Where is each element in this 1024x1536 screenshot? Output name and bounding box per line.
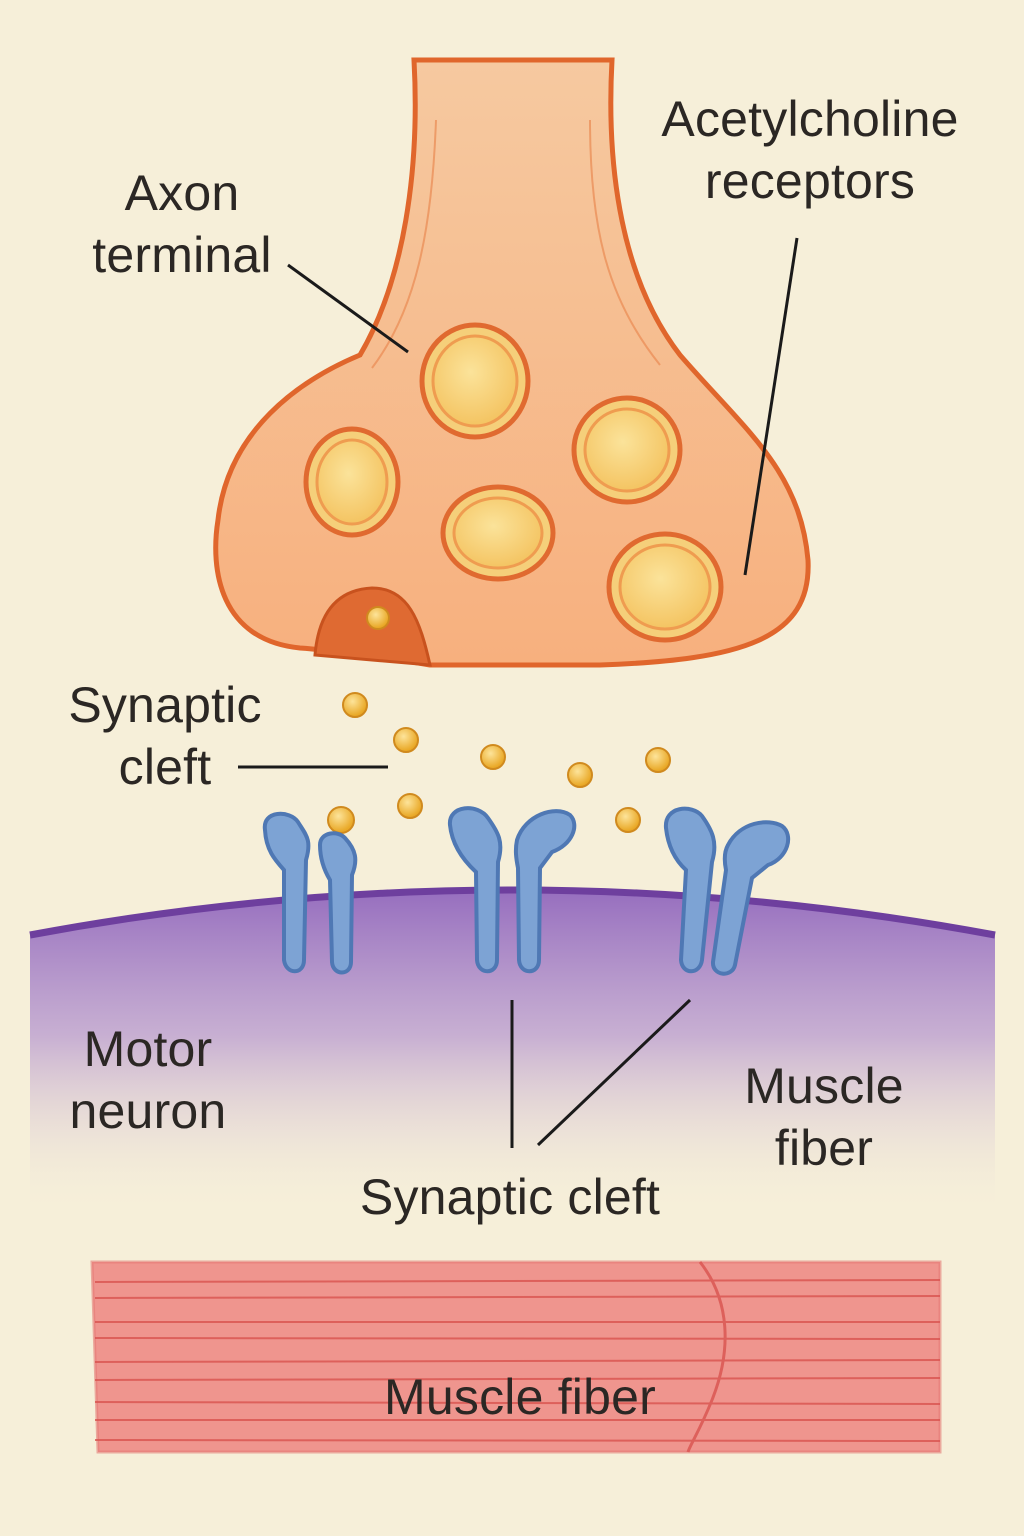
acetylcholine-receptor-1 xyxy=(262,811,358,975)
label-synaptic-cleft-bottom: Synaptic cleft xyxy=(359,1169,661,1225)
label-line: receptors xyxy=(704,153,916,209)
vesicle xyxy=(571,395,683,505)
label-line: Motor xyxy=(83,1021,213,1077)
leader-acetylcholine-receptors xyxy=(743,237,799,576)
vesicle xyxy=(440,484,556,582)
vesicle xyxy=(606,531,724,643)
acetylcholine-receptor-3 xyxy=(663,806,791,976)
label-line: terminal xyxy=(92,227,272,283)
vesicle xyxy=(419,322,531,440)
vesicle xyxy=(303,426,401,538)
acetylcholine-molecule xyxy=(342,692,368,718)
leader-lines xyxy=(238,237,799,1148)
acetylcholine-molecule xyxy=(397,793,423,819)
acetylcholine-molecule xyxy=(645,747,671,773)
acetylcholine-molecule xyxy=(480,744,506,770)
acetylcholine-receptor-2 xyxy=(447,806,577,974)
label-axon-terminal: Axon terminal xyxy=(72,162,292,286)
label-line: neuron xyxy=(69,1083,227,1139)
label-line: Muscle xyxy=(744,1058,904,1114)
label-line: cleft xyxy=(118,739,212,795)
acetylcholine-molecule xyxy=(615,807,641,833)
label-motor-neuron: Motor neuron xyxy=(48,1018,248,1142)
leader-synaptic-cleft-bottom-2 xyxy=(536,998,692,1147)
acetylcholine-molecule xyxy=(393,727,419,753)
muscle-fiber-band xyxy=(90,1260,942,1454)
label-line: Axon xyxy=(124,165,240,221)
label-line: Synaptic xyxy=(68,677,262,733)
neurotransmitter-molecules xyxy=(327,692,671,834)
label-acetylcholine-receptors: Acetylcholine receptors xyxy=(620,88,1000,212)
leader-axon-terminal xyxy=(287,263,409,354)
label-line: fiber xyxy=(774,1120,874,1176)
acetylcholine-molecule xyxy=(567,762,593,788)
label-muscle-fiber-right: Muscle fiber xyxy=(714,1055,934,1179)
acetylcholine-molecule xyxy=(327,806,355,834)
label-synaptic-cleft-left: Synaptic cleft xyxy=(40,674,290,798)
label-line: Acetylcholine xyxy=(661,91,959,147)
synaptic-vesicles xyxy=(303,322,724,643)
label-muscle-fiber-bottom: Muscle fiber xyxy=(384,1369,656,1425)
